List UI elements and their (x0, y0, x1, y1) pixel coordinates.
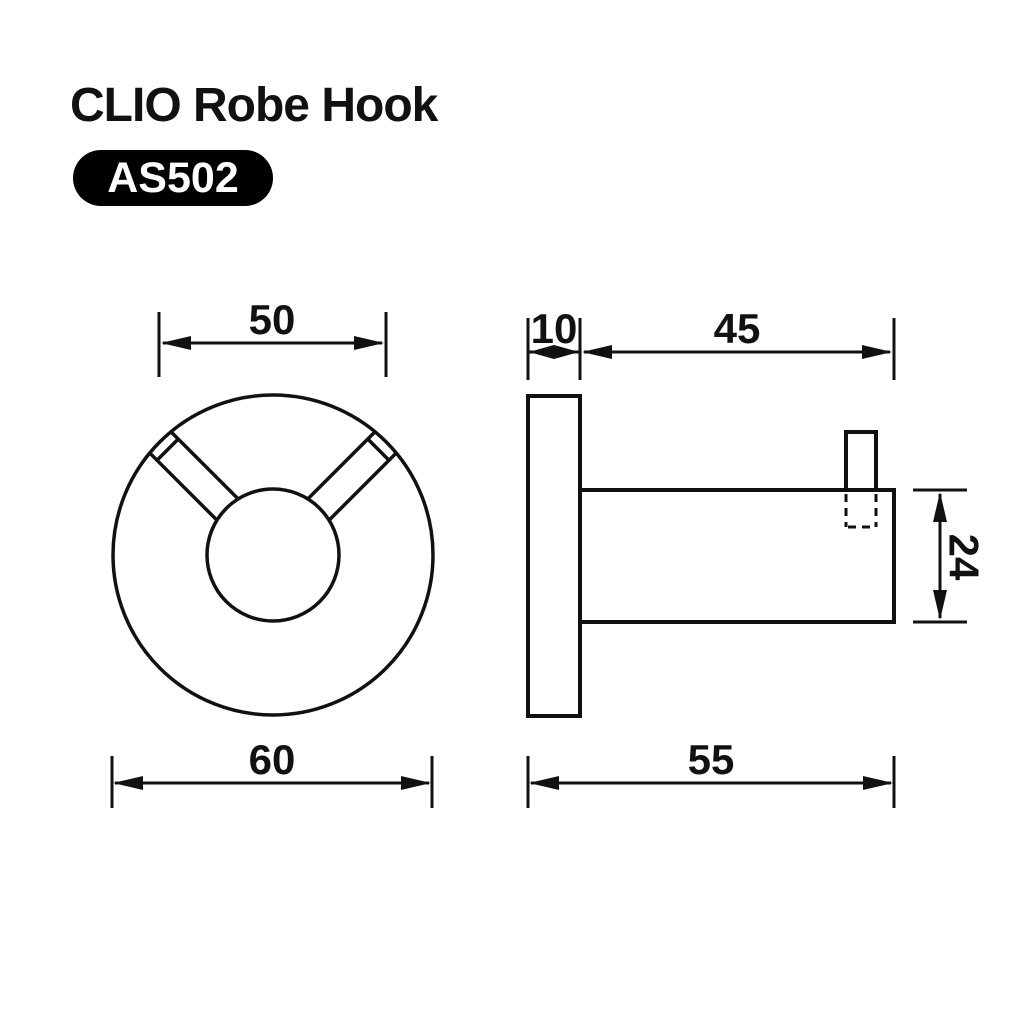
dim-10-label: 10 (531, 305, 578, 352)
front-view: 50 60 (110, 296, 435, 808)
dim-60-arrow-right (401, 776, 431, 790)
hook-pin-hidden (844, 494, 878, 529)
arm-right-edge-b (327, 451, 398, 522)
hook-post-end (205, 487, 341, 623)
mounting-arm-left (148, 430, 240, 522)
dim-50-arrow-right (354, 336, 384, 350)
dim-55-arrow-left (529, 776, 559, 790)
dim-45-label: 45 (714, 305, 761, 352)
page-title: CLIO Robe Hook (70, 79, 438, 132)
dimension-projection: 45 (582, 305, 896, 380)
model-badge-label: AS502 (107, 153, 239, 202)
arm-right-edge-a (306, 430, 377, 501)
dim-24-label: 24 (941, 534, 988, 581)
wall-flange-outline (111, 393, 435, 717)
dimension-flange-diameter: 60 (110, 736, 434, 808)
side-view: 10 45 24 55 (526, 305, 988, 808)
dim-45-arrow-right (862, 345, 892, 359)
wall-plate-side (526, 394, 582, 718)
dim-24-arrow-top (933, 492, 947, 522)
model-badge: AS502 (73, 150, 273, 206)
dim-55-arrow-right (863, 776, 893, 790)
dimension-arm-span: 50 (157, 296, 388, 377)
dim-50-arrow-left (161, 336, 191, 350)
dim-60-arrow-left (113, 776, 143, 790)
dimension-overall-depth: 55 (526, 736, 896, 808)
dim-55-label: 55 (688, 736, 735, 783)
dim-24-arrow-bottom (933, 590, 947, 620)
arm-right-cap (366, 437, 391, 462)
hook-pin (844, 430, 878, 490)
dim-45-arrow-left (582, 345, 612, 359)
hook-body-side (578, 488, 896, 624)
arm-left-edge-b (169, 430, 240, 501)
dim-50-label: 50 (249, 296, 296, 343)
dimension-body-diameter: 24 (913, 488, 988, 624)
arm-left-edge-a (148, 451, 219, 522)
arm-left-cap (155, 437, 180, 462)
dimension-plate-thickness: 10 (526, 305, 582, 380)
dim-60-label: 60 (249, 736, 296, 783)
dim-10-arrow-left (529, 345, 554, 359)
mounting-arm-right (306, 430, 398, 522)
dim-10-arrow-right (554, 345, 579, 359)
